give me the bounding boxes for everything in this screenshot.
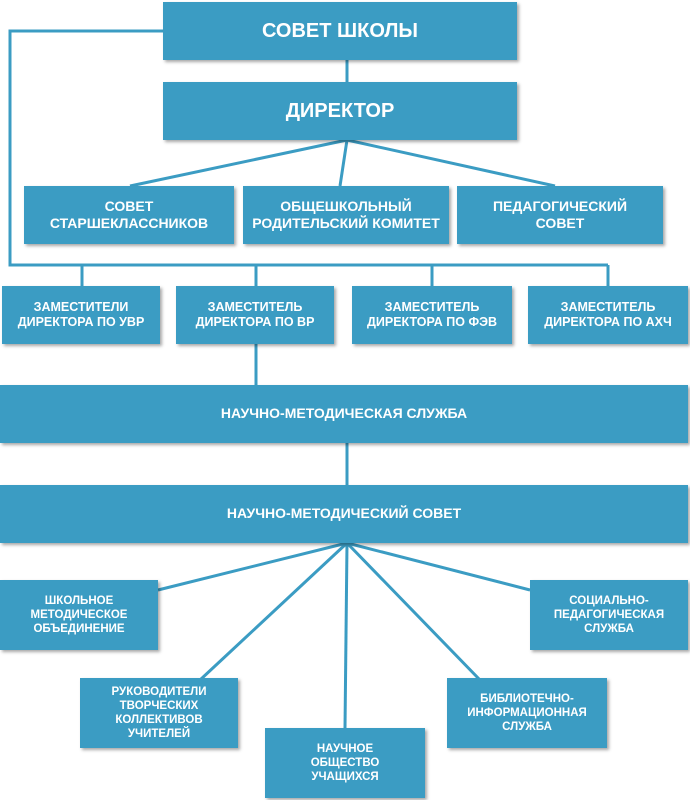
creative-leaders-box: РУКОВОДИТЕЛИ ТВОРЧЕСКИХ КОЛЛЕКТИВОВ УЧИТ…	[80, 678, 238, 748]
connector-director-pedagogical	[346, 138, 556, 188]
student-society-box: НАУЧНОЕ ОБЩЕСТВО УЧАЩИХСЯ	[265, 728, 425, 798]
connector-director-senior	[129, 138, 348, 188]
social-service-box: СОЦИАЛЬНО- ПЕДАГОГИЧЕСКАЯ СЛУЖБА	[530, 580, 688, 650]
connector-council-leaders	[198, 541, 349, 682]
pedagogical-council-box: ПЕДАГОГИЧЕСКИЙ СОВЕТ	[457, 186, 663, 244]
deputy-uvr-box: ЗАМЕСТИТЕЛИ ДИРЕКТОРА ПО УВР	[2, 286, 160, 344]
connector-council-loop	[8, 29, 608, 267]
connector-council-society	[343, 542, 349, 729]
methodical-council-box: НАУЧНО-МЕТОДИЧЕСКИЙ СОВЕТ	[0, 485, 688, 543]
library-service-box: БИБЛИОТЕЧНО- ИНФОРМАЦИОННАЯ СЛУЖБА	[447, 678, 607, 748]
connector-council-library	[345, 541, 482, 682]
deputy-fev-box: ЗАМЕСТИТЕЛЬ ДИРЕКТОРА ПО ФЭВ	[352, 286, 512, 344]
director-box: ДИРЕКТОР	[163, 82, 517, 140]
connector-council-union	[157, 541, 348, 592]
school-council-box: СОВЕТ ШКОЛЫ	[163, 2, 517, 60]
methodical-service-box: НАУЧНО-МЕТОДИЧЕСКАЯ СЛУЖБА	[0, 385, 688, 443]
connector-council-social	[346, 541, 531, 592]
school-union-box: ШКОЛЬНОЕ МЕТОДИЧЕСКОЕ ОБЪЕДИНЕНИЕ	[0, 580, 158, 650]
senior-council-box: СОВЕТ СТАРШЕКЛАССНИКОВ	[24, 186, 234, 244]
connector-director-parents	[338, 139, 349, 187]
parent-committee-box: ОБЩЕШКОЛЬНЫЙ РОДИТЕЛЬСКИЙ КОМИТЕТ	[243, 186, 449, 244]
deputy-ahch-box: ЗАМЕСТИТЕЛЬ ДИРЕКТОРА ПО АХЧ	[528, 286, 688, 344]
deputy-vr-box: ЗАМЕСТИТЕЛЬ ДИРЕКТОРА ПО ВР	[176, 286, 334, 344]
